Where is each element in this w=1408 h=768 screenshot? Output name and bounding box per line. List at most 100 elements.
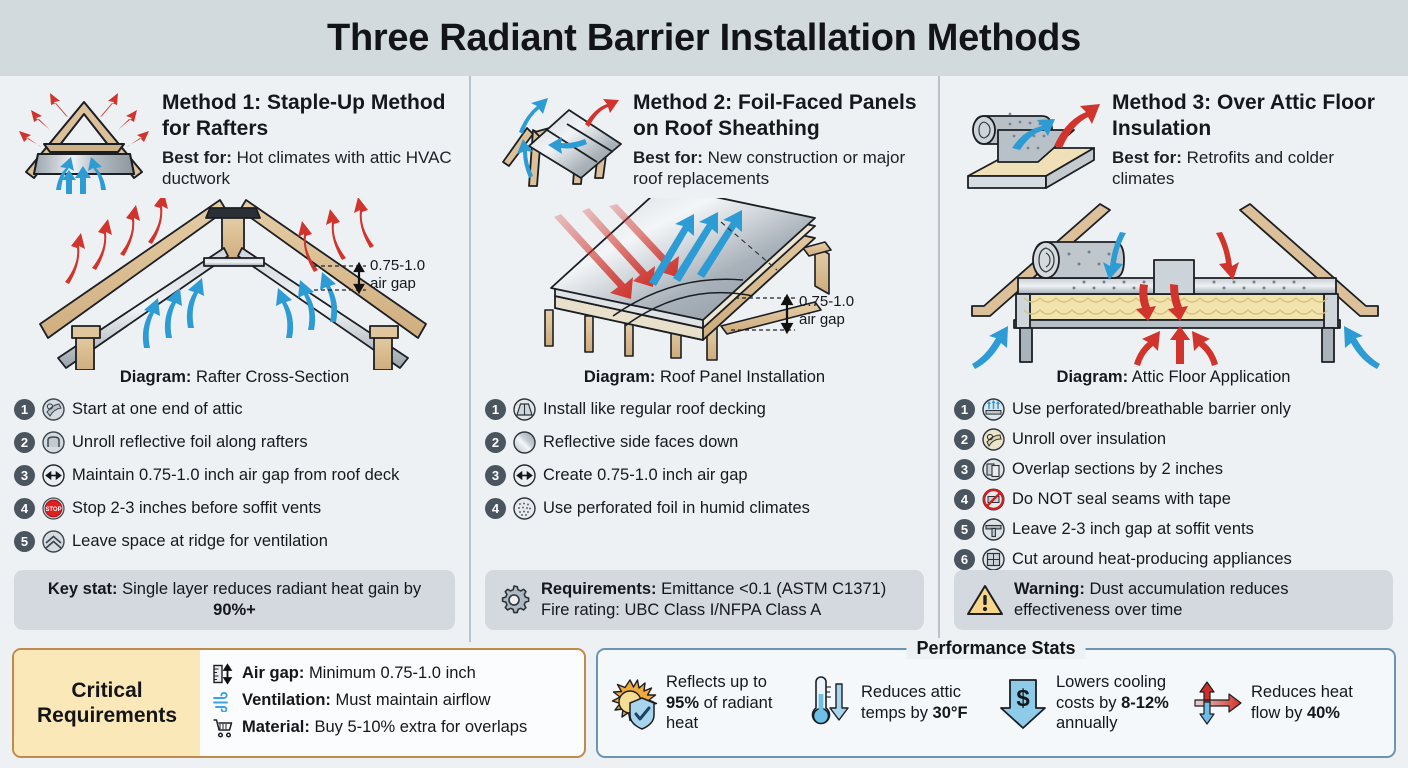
ridge-vent-icon (42, 529, 65, 553)
roof-panel-installation-diagram: 0.75-1.0 air gap (485, 198, 924, 370)
foil-roof-panel-icon (485, 86, 625, 198)
step-item[interactable]: 6 Cut around heat-producing appliances (954, 547, 1393, 571)
method-3-bestfor-label: Best for: (1112, 148, 1182, 168)
performance-stat-item: Reduces attic temps by 30°F (803, 674, 994, 732)
air-gap-label-2: air gap (799, 311, 845, 328)
step-text: Leave 2-3 inch gap at soffit vents (1012, 519, 1254, 538)
step-number: 4 (14, 497, 35, 519)
step-text: Leave space at ridge for ventilation (72, 531, 328, 550)
method-column-2: Method 2: Foil-Faced Panels on Roof Shea… (469, 76, 938, 642)
critical-requirements-list: Air gap: Minimum 0.75-1.0 inch Ventilati… (200, 650, 584, 756)
step-item[interactable]: 2 Reflective side faces down (485, 430, 924, 454)
diagram-caption-1: Diagram: Rafter Cross-Section (14, 368, 455, 387)
air-gap-value-1: 0.75-1.0 (370, 257, 425, 274)
stop-sign-icon: STOP (42, 496, 65, 520)
step-item[interactable]: 4 Use perforated foil in humid climates (485, 496, 924, 520)
roof-decking-icon (513, 397, 536, 421)
critical-requirement-label: Material: (242, 718, 310, 736)
step-text: Use perforated foil in humid climates (543, 498, 810, 517)
method-3-title: Method 3: Over Attic Floor Insulation (1112, 91, 1375, 141)
arrows-left-right-icon (513, 463, 536, 487)
diagram-caption-3: Diagram: Attic Floor Application (954, 368, 1393, 387)
critical-requirement-text: Ventilation: Must maintain airflow (242, 691, 491, 710)
step-item[interactable]: 3 Overlap sections by 2 inches (954, 457, 1393, 481)
performance-stats-list: Reflects up to 95% of radiant heat (598, 650, 1394, 756)
callout-body: Dust accumulation reduces effectiveness … (1014, 579, 1289, 619)
step-number: 4 (485, 497, 506, 519)
method-2-bestfor-text: New construction or major roof replaceme… (633, 148, 906, 189)
method-2-steps: 1 Install like regular roof decking 2 Re… (485, 397, 924, 520)
step-item[interactable]: 3 Maintain 0.75-1.0 inch air gap from ro… (14, 463, 455, 487)
attic-floor-application-diagram (954, 198, 1393, 370)
performance-stat-value: 8-12% (1121, 693, 1169, 712)
method-column-3: Method 3: Over Attic Floor Insulation Be… (938, 76, 1407, 642)
critical-requirement-label: Ventilation: (242, 691, 331, 709)
callout-body: Single layer reduces radiant heat gain b… (122, 579, 422, 598)
foil-roll-on-insulation-icon (954, 86, 1104, 198)
step-number: 2 (485, 431, 506, 453)
svg-text:STOP: STOP (45, 507, 61, 513)
no-tape-icon (982, 488, 1005, 511)
method-1-steps: 1 Start at one end of attic 2 Unroll ref… (14, 397, 455, 553)
callout-label: Key stat: (47, 579, 118, 598)
step-text: Unroll over insulation (1012, 429, 1167, 448)
step-item[interactable]: 3 Create 0.75-1.0 inch air gap (485, 463, 924, 487)
gear-icon (497, 583, 531, 617)
unroll-rafter-icon (42, 430, 65, 454)
step-number: 2 (954, 428, 975, 450)
callout-text: Requirements: Emittance <0.1 (ASTM C1371… (541, 579, 886, 621)
method-1-header: Method 1: Staple-Up Method for Rafters B… (14, 76, 455, 198)
arrows-left-right-icon (42, 463, 65, 487)
step-item[interactable]: 4 STOP Stop 2-3 inches before soffit ven… (14, 496, 455, 520)
critical-requirement-text: Material: Buy 5-10% extra for overlaps (242, 718, 527, 737)
callout-body: Emittance <0.1 (ASTM C1371) (661, 579, 887, 598)
step-text: Stop 2-3 inches before soffit vents (72, 498, 322, 517)
wind-airflow-icon (212, 690, 234, 713)
performance-stat-pre: Lowers cooling costs by (1056, 672, 1167, 712)
method-3-callout: Warning: Dust accumulation reduces effec… (954, 569, 1393, 630)
step-number: 5 (954, 518, 975, 540)
step-number: 3 (14, 464, 35, 486)
performance-stat-value: 40% (1306, 704, 1340, 722)
step-number: 1 (954, 398, 975, 420)
cut-around-appliance-icon (982, 547, 1005, 571)
rafter-cross-section-diagram: 0.75-1.0 air gap (14, 198, 455, 370)
step-item[interactable]: 2 Unroll reflective foil along rafters (14, 430, 455, 454)
callout-text: Warning: Dust accumulation reduces effec… (1014, 579, 1381, 621)
step-text: Overlap sections by 2 inches (1012, 459, 1223, 478)
step-item[interactable]: 5 Leave space at ridge for ventilation (14, 529, 455, 553)
critical-requirement-value: Minimum 0.75-1.0 inch (308, 664, 476, 682)
performance-stat-item: $ Lowers cooling costs by 8-12% annually (998, 672, 1189, 734)
callout-body-line2: Fire rating: UBC Class I/NFPA Class A (541, 600, 822, 619)
step-number: 2 (14, 431, 35, 453)
step-number: 4 (954, 488, 975, 510)
diagram-caption-3-text: Attic Floor Application (1131, 368, 1291, 386)
critical-requirements-title: Critical Requirements (14, 650, 200, 756)
air-gap-label-1: air gap (370, 275, 416, 292)
diagram-caption-1-label: Diagram: (119, 368, 192, 386)
overlap-sheets-icon (982, 457, 1005, 481)
step-item[interactable]: 5 Leave 2-3 inch gap at soffit vents (954, 517, 1393, 541)
method-column-1: Method 1: Staple-Up Method for Rafters B… (0, 76, 469, 642)
step-item[interactable]: 4 Do NOT seal seams with tape (954, 487, 1393, 511)
shopping-cart-icon (212, 717, 234, 739)
header-bar: Three Radiant Barrier Installation Metho… (0, 0, 1408, 76)
diagram-caption-2-label: Diagram: (583, 368, 656, 386)
unroll-insulation-icon (982, 427, 1005, 451)
step-item[interactable]: 1 Install like regular roof decking (485, 397, 924, 421)
step-number: 3 (485, 464, 506, 486)
method-1-bestfor-label: Best for: (162, 148, 232, 168)
performance-stat-text: Reflects up to 95% of radiant heat (666, 672, 799, 734)
step-number: 6 (954, 548, 975, 570)
method-3-bestfor-text: Retrofits and colder climates (1112, 148, 1335, 189)
critical-requirement-text: Air gap: Minimum 0.75-1.0 inch (242, 664, 476, 683)
step-item[interactable]: 2 Unroll over insulation (954, 427, 1393, 451)
callout-label: Requirements: (541, 579, 657, 598)
step-item[interactable]: 1 Start at one end of attic (14, 397, 455, 421)
bottom-panels: Critical Requirements Air gap: Minimum 0… (0, 638, 1408, 768)
step-item[interactable]: 1 Use perforated/breathable barrier only (954, 397, 1393, 421)
callout-text: Key stat: Single layer reduces radiant h… (26, 579, 443, 621)
sun-shield-icon (608, 674, 658, 732)
critical-requirement-item: Ventilation: Must maintain airflow (212, 687, 576, 714)
